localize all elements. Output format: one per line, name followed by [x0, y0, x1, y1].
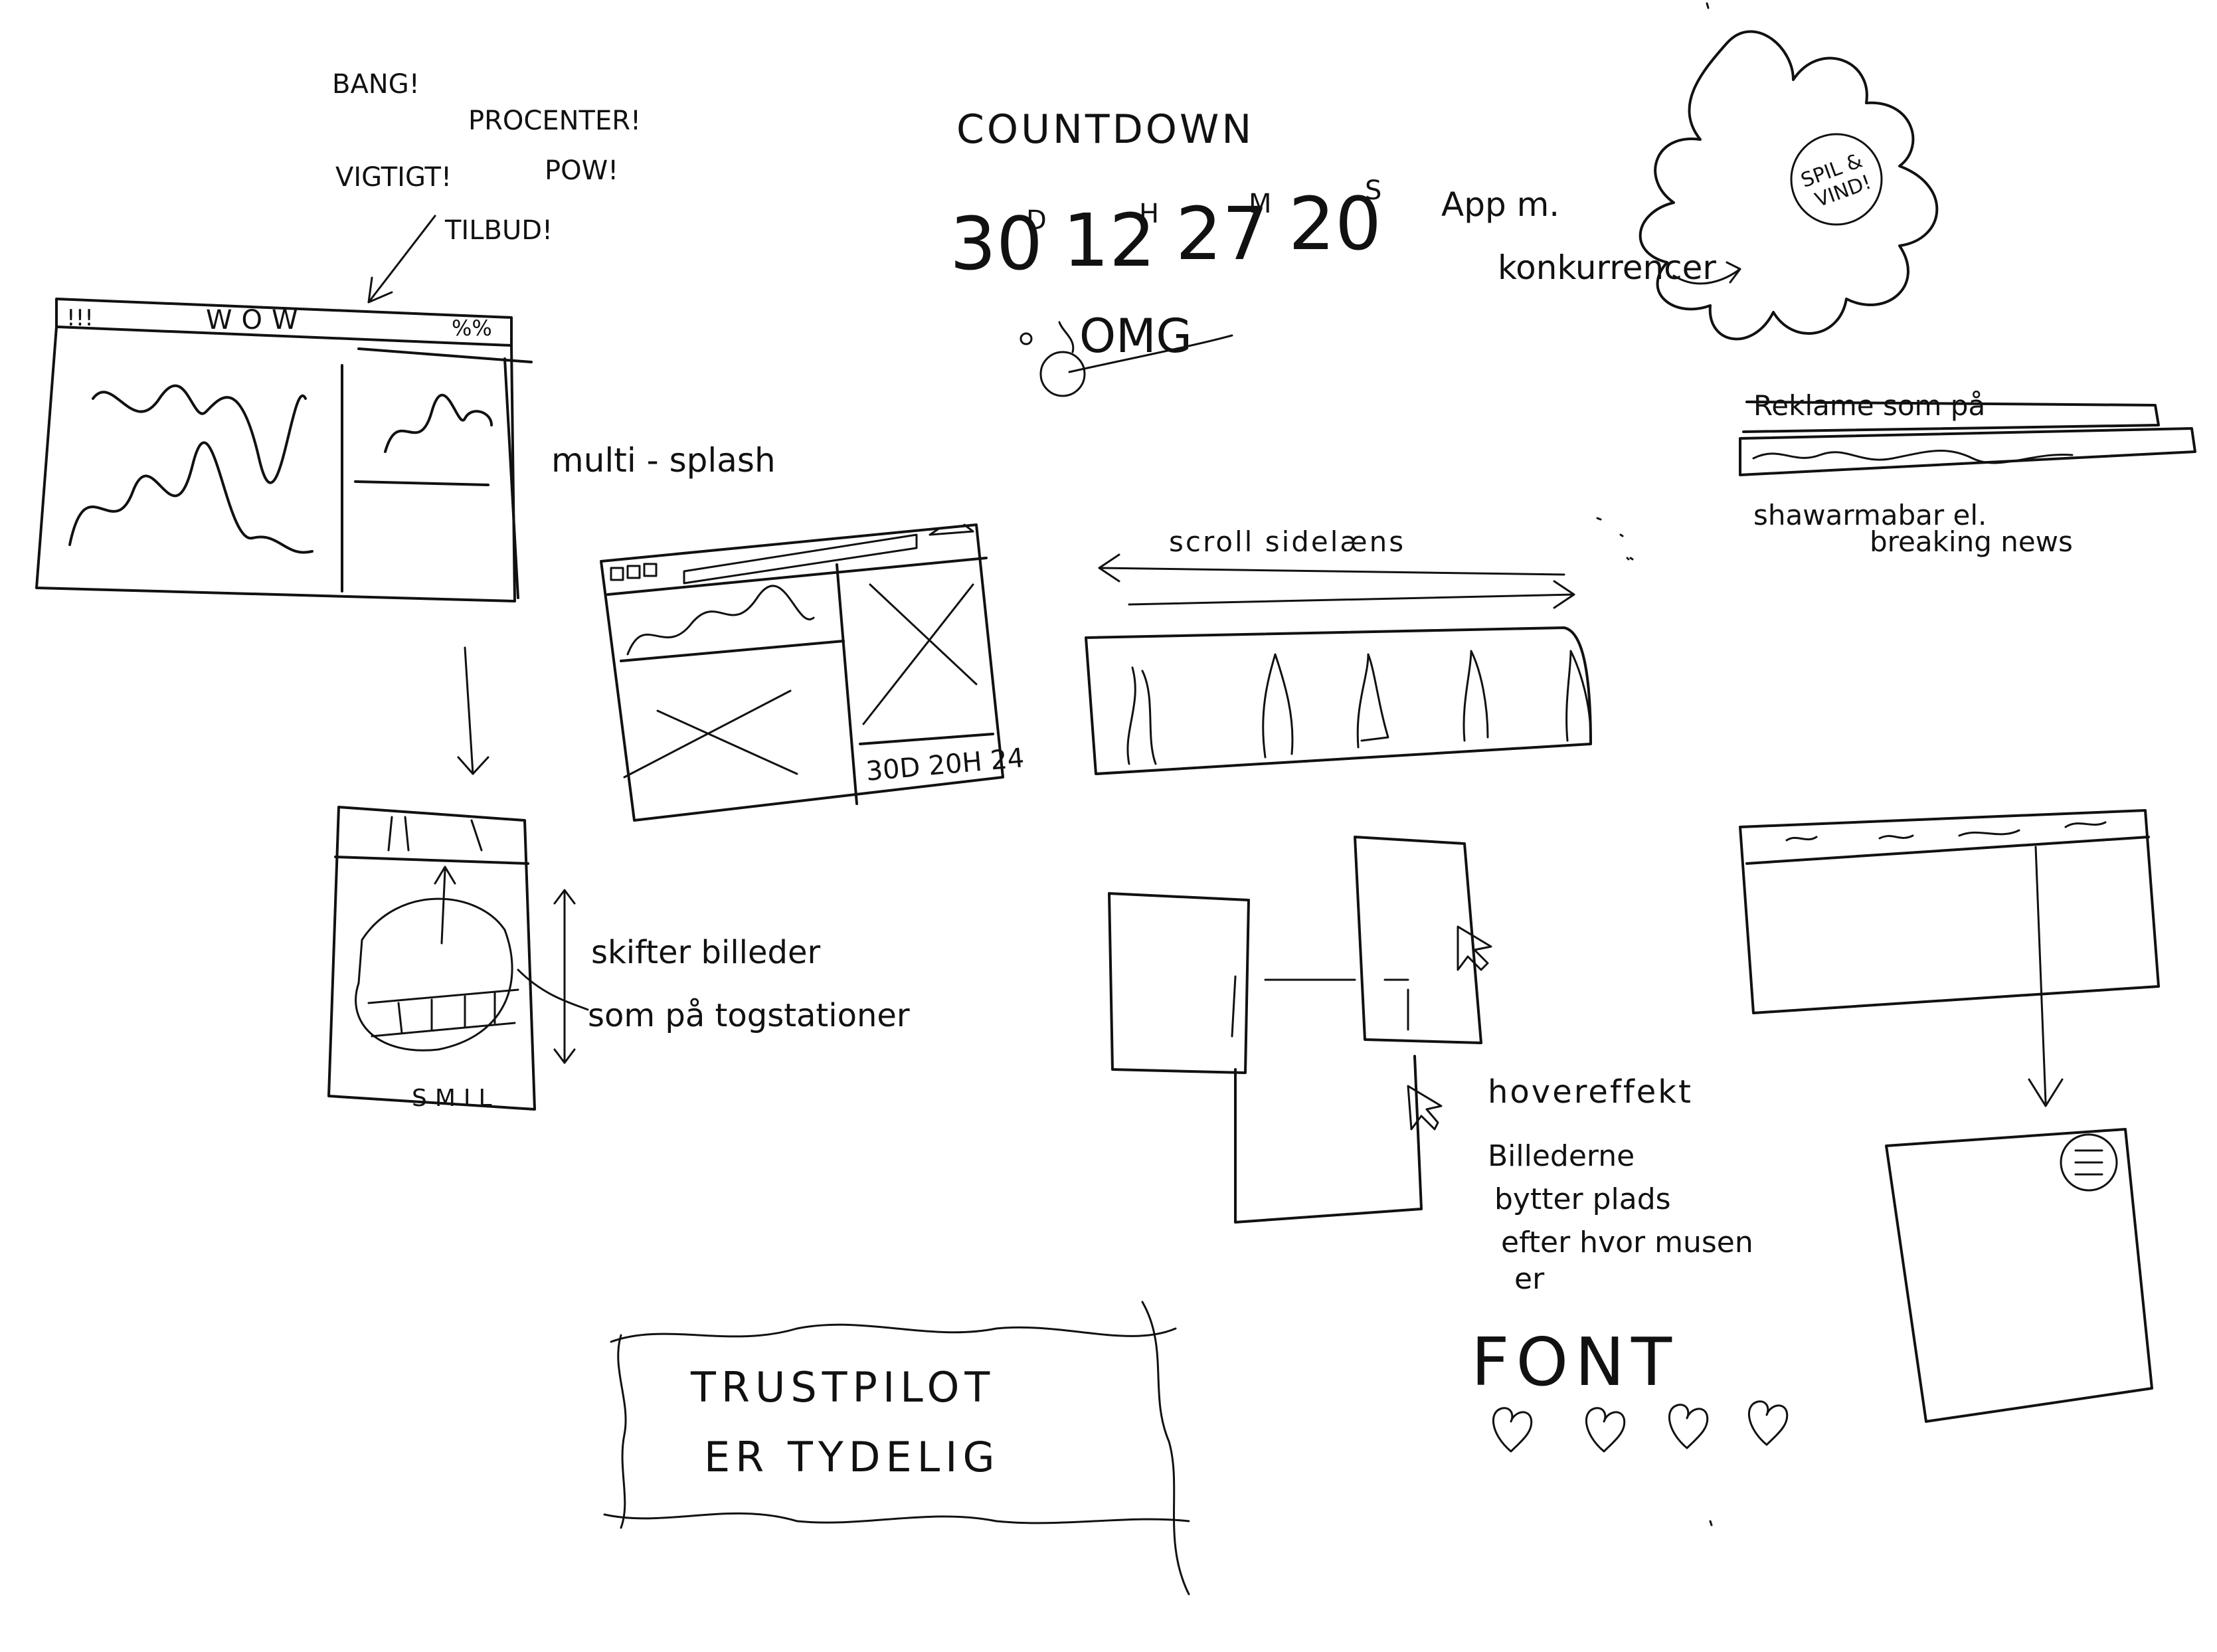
bomb-text: OMG: [1079, 309, 1192, 363]
hover-note-line4: er: [1514, 1262, 1545, 1296]
font-note: FONT: [1471, 1323, 1678, 1401]
phone-scroll-arrow: [553, 889, 576, 1064]
speck: [1626, 2, 1713, 1526]
heart-icon-2: [1585, 1407, 1626, 1453]
scroll-right-arrow: [1128, 580, 1575, 609]
countdown-minutes-unit: M: [1249, 189, 1272, 219]
hover-note-line2: bytter plads: [1494, 1182, 1671, 1216]
phone-note-connector: [517, 968, 589, 1011]
cursor-arrow-icon-2: [1407, 1085, 1443, 1131]
countdown-hours: 12: [1063, 198, 1156, 283]
mini-window-countdown: 30D 20H 24: [865, 743, 1025, 787]
phone-note-line2: som på togstationer: [588, 997, 910, 1034]
shout-procenter: PROCENTER!: [468, 106, 641, 136]
splash-window-title: WOW: [206, 305, 308, 335]
competition-note-line1: App m.: [1441, 185, 1559, 224]
countdown-days: 30: [950, 201, 1043, 286]
scroll-dots: [1596, 517, 1634, 561]
countdown-days-unit: D: [1026, 205, 1047, 236]
splash-window-left-mark: !!!: [66, 305, 94, 331]
shout-vigtigt: VIGTIGT!: [335, 162, 452, 193]
ad-note-line2: shawarmabar el.: [1753, 499, 1987, 531]
shout-tilbud: TILBUD!: [444, 215, 553, 246]
countdown-seconds: 20: [1288, 181, 1381, 266]
phone-smile-text: SMIL: [412, 1085, 500, 1112]
countdown-timer: 30 D 12 H 27 M 20 S: [950, 175, 1381, 286]
bomb-icon: OMG: [1020, 309, 1233, 397]
hamburger-menu-icon: [2060, 1133, 2118, 1192]
heart-icon: [1492, 1407, 1533, 1453]
countdown-minutes: 27: [1176, 191, 1269, 276]
scroll-strip-sketch: [1085, 626, 1592, 775]
shout-pow: POW!: [545, 155, 618, 186]
scroll-left-arrow: [1098, 553, 1565, 583]
countdown-hours-unit: H: [1139, 199, 1159, 229]
countdown-title: COUNTDOWN: [956, 106, 1254, 153]
countdown-seconds-unit: S: [1365, 175, 1381, 206]
competition-note-line2: konkurrencer: [1498, 248, 1716, 287]
trustpilot-note-line2: ER TYDELIG: [704, 1433, 1000, 1481]
splash-down-arrow: [457, 646, 489, 775]
mini-window-sketch: 30D 20H 24: [600, 523, 1025, 822]
heart-icon-3: [1668, 1404, 1709, 1449]
heart-icon-4: [1747, 1400, 1789, 1446]
spil-og-vind-burst: SPIL & VIND!: [1639, 30, 1939, 341]
splash-window-sketch: !!! WOW %%: [35, 298, 533, 602]
website-menu-sketch: [1739, 809, 2160, 1423]
hearts-row: [1492, 1400, 1789, 1453]
multi-splash-label: multi - splash: [551, 441, 776, 480]
hover-note-title: hovereffekt: [1488, 1073, 1693, 1111]
hover-note-line3: efter hvor musen: [1501, 1226, 1753, 1259]
shout-pointer-arrow: [367, 215, 436, 304]
ad-note-line3: breaking news: [1870, 525, 2073, 558]
splash-window-right-mark: %%: [452, 316, 492, 341]
ad-note-line1: Reklame som på: [1753, 389, 1985, 422]
competition-note-arrow: [1672, 261, 1741, 285]
shout-bang: BANG!: [332, 69, 420, 100]
hover-note-line1: Billederne: [1488, 1139, 1635, 1173]
trustpilot-note-sketch: TRUSTPILOT ER TYDELIG: [603, 1301, 1190, 1596]
phone-note-line1: skifter billeder: [591, 934, 821, 971]
hover-effect-sketch: [1108, 836, 1482, 1224]
trustpilot-note-line1: TRUSTPILOT: [690, 1363, 995, 1412]
cursor-arrow-icon: [1457, 925, 1492, 971]
ticker-banner-sketch: [1739, 401, 2196, 476]
scroll-label: scroll sidelæns: [1169, 525, 1405, 558]
phone-sketch: SMIL: [327, 806, 536, 1112]
